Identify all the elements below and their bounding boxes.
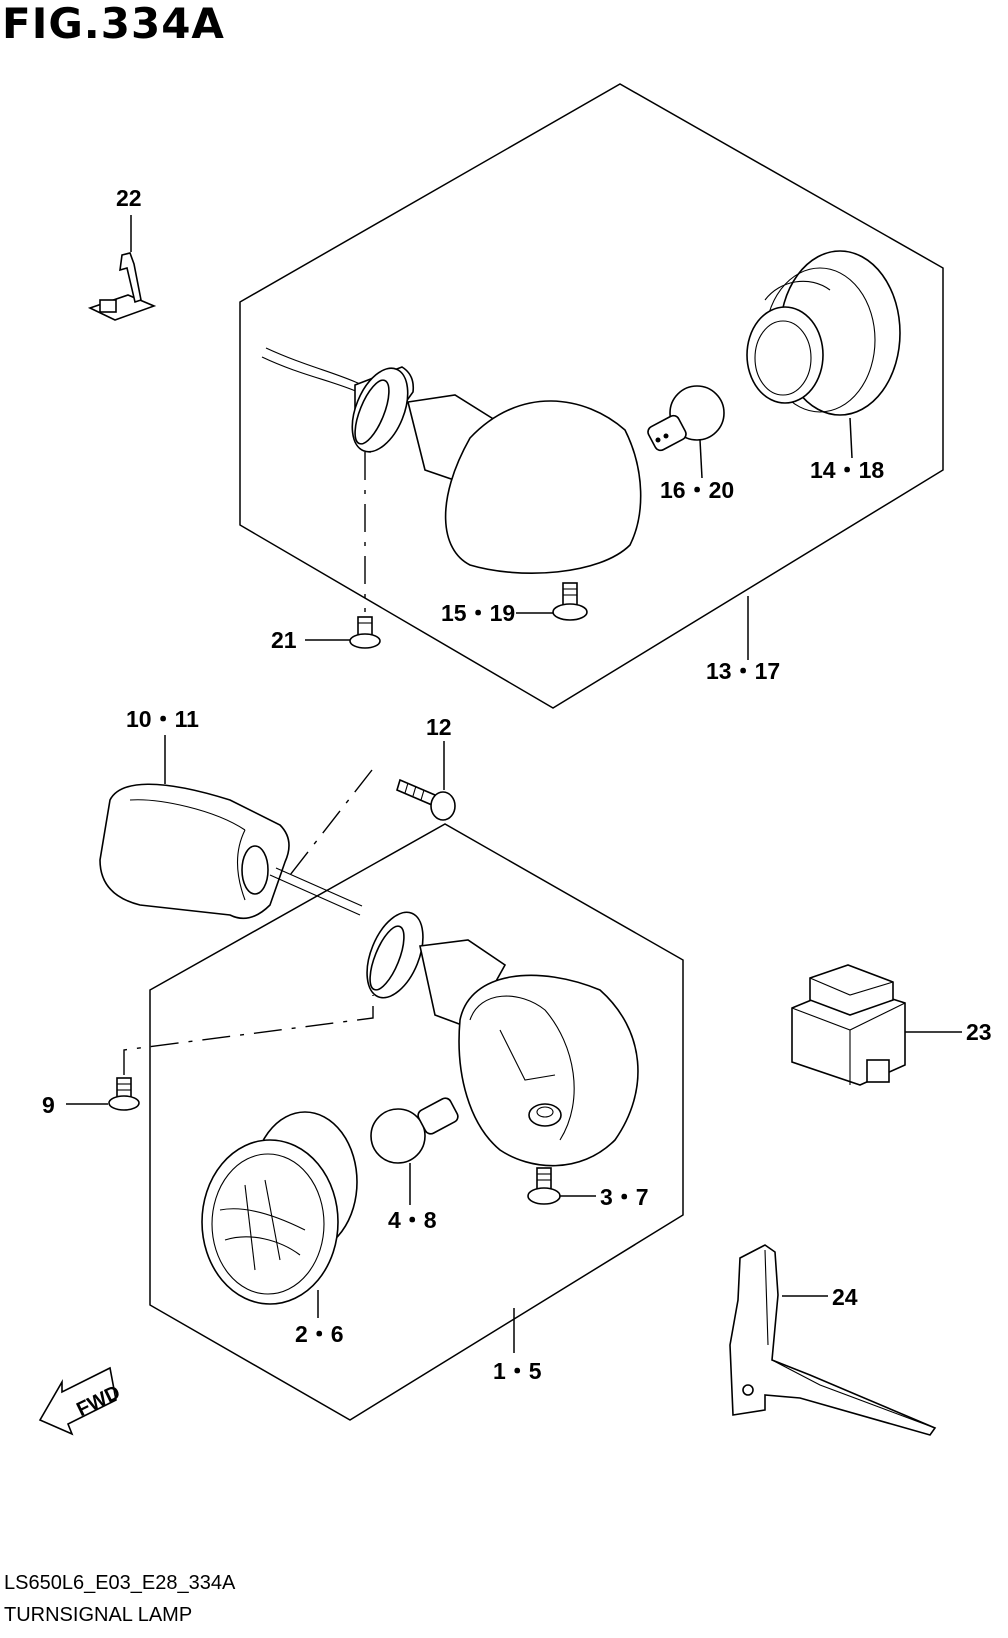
callout-2-6: 2・6 <box>295 1321 344 1347</box>
bracket-cover-10-11 <box>99 783 290 920</box>
callout-15-19: 15・19 <box>441 600 515 626</box>
callout-22: 22 <box>116 185 142 211</box>
callout-3-7: 3・7 <box>600 1184 649 1210</box>
screw-3-7 <box>527 1167 561 1205</box>
callout-14-18: 14・18 <box>810 457 884 483</box>
upper-screw-15-19 <box>552 582 588 621</box>
screw-9 <box>108 1077 140 1111</box>
figure-title: FIG.334A <box>2 0 225 48</box>
lower-lens <box>201 1111 358 1305</box>
lower-lamp-body <box>269 867 639 1167</box>
footer-title: TURNSIGNAL LAMP <box>4 1604 193 1626</box>
lower-bulb <box>370 1097 459 1164</box>
callout-16-20: 16・20 <box>660 477 734 503</box>
upper-lamp-body <box>261 347 642 574</box>
callout-23: 23 <box>966 1019 992 1045</box>
callout-10-11: 10・11 <box>126 706 199 732</box>
part-24-bracket <box>729 1244 937 1436</box>
callout-21: 21 <box>271 627 297 653</box>
upper-assembly-boundary <box>239 83 944 709</box>
part-23-relay <box>791 964 906 1086</box>
upper-screw-21 <box>349 616 381 649</box>
lower-assembly-boundary <box>149 823 684 1421</box>
callout-1-5: 1・5 <box>493 1358 542 1384</box>
callout-9: 9 <box>42 1092 55 1118</box>
upper-lens <box>746 250 901 416</box>
part-22-connector <box>87 252 157 321</box>
bolt-12 <box>396 778 456 821</box>
callout-4-8: 4・8 <box>388 1207 437 1233</box>
footer-code: LS650L6_E03_E28_334A <box>4 1572 236 1594</box>
upper-bulb <box>647 385 725 452</box>
forward-arrow-icon <box>38 1366 117 1436</box>
callout-24: 24 <box>832 1284 858 1310</box>
callout-12: 12 <box>426 714 452 740</box>
callout-13-17: 13・17 <box>706 658 780 684</box>
